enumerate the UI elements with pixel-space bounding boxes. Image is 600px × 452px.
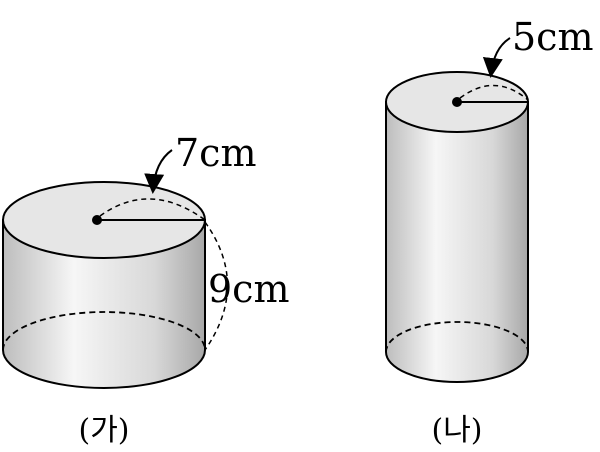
hidden-base-edge — [385, 321, 529, 353]
height-arc — [204, 221, 229, 351]
radius-arc — [459, 84, 529, 101]
radius-label-a: 7cm — [175, 131, 257, 175]
height-label-a: 9cm — [208, 267, 290, 311]
radius-arrow — [144, 149, 173, 194]
caption-a: (가) — [78, 413, 129, 448]
cylinder-a: 7cm 9cm (가) — [2, 131, 290, 448]
radius-arc — [99, 198, 206, 221]
radius-label-b: 5cm — [512, 15, 594, 59]
caption-b: (나) — [431, 413, 482, 448]
hidden-base-edge — [2, 311, 206, 351]
center-point — [452, 97, 462, 107]
cylinder-b: 5cm (나) — [385, 15, 594, 448]
radius-arrow — [482, 37, 511, 78]
center-point — [92, 215, 102, 225]
